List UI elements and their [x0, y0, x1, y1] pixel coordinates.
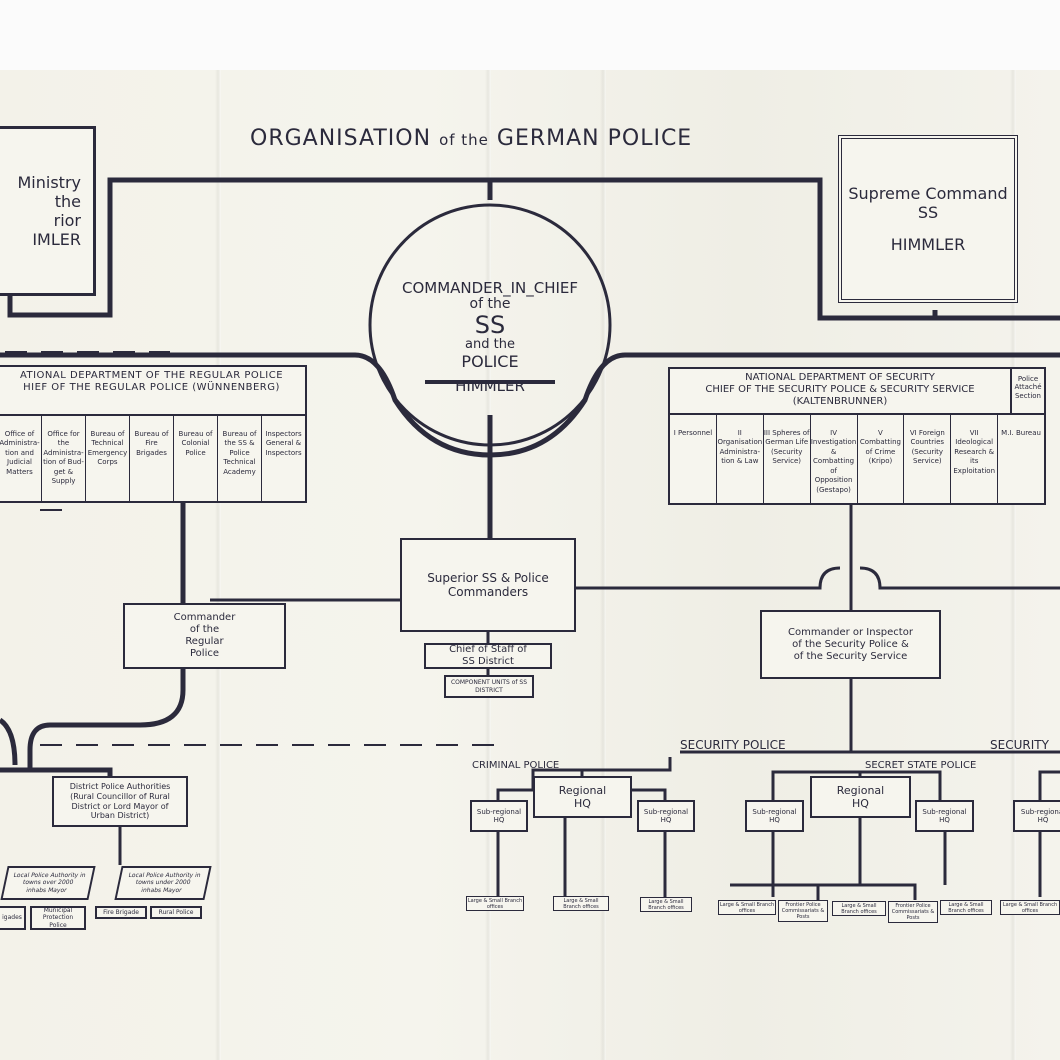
branch-offices-box: Large & Small Branch offices	[940, 900, 992, 915]
department-column: M.I. Bureau	[1001, 429, 1041, 437]
criminal-police-label: CRIMINAL POLICE	[472, 760, 560, 771]
rural-police-box: Rural Police	[150, 906, 202, 919]
department-column: IV Investigation & Combatting of Opposit…	[811, 415, 858, 503]
branch-offices-box: Large & Small Branch offices	[718, 900, 776, 915]
department-column: VI Foreign Countries (Security Service)	[904, 415, 952, 503]
department-column: III Spheres of German Life (Security Ser…	[764, 415, 811, 503]
fold-crease	[215, 70, 221, 1060]
department-column: Bureau of Colonial Police	[174, 416, 218, 501]
commander-regular-police-box: Commander of the Regular Police	[123, 603, 286, 669]
department-column: Bureau of Technical Emergency Corps	[86, 416, 130, 501]
branch-offices-box: Large & Small Branch offices	[1000, 900, 1060, 915]
frontier-police-box: Frontier Police Commissariats & Posts	[888, 901, 938, 923]
fold-crease	[1010, 70, 1016, 1060]
subregional-hq: Sub-regional HQ	[637, 800, 695, 832]
regional-hq-gestapo: Regional HQ	[810, 776, 911, 818]
department-column: Bureau of Fire Brigades	[130, 416, 174, 501]
department-column: Inspectors General & Inspectors	[265, 430, 302, 457]
component-units-box: COMPONENT UNITS of SS DISTRICT	[444, 675, 534, 698]
background-wall	[0, 0, 1060, 78]
branch-offices-box: Large & Small Branch offices	[553, 896, 609, 911]
fire-brigades-box: igades	[0, 906, 26, 930]
chief-of-staff-box: Chief of Staff of SS District	[424, 643, 552, 669]
security-police-label: SECURITY POLICE	[680, 738, 786, 752]
district-police-box: District Police Authorities (Rural Counc…	[52, 776, 188, 827]
department-column: Office for the Administra-tion of Bud-ge…	[42, 416, 86, 501]
commander-security-police-box: Commander or Inspector of the Security P…	[760, 610, 941, 679]
fire-brigade-box: Fire Brigade	[95, 906, 147, 919]
branch-offices-box: Large & Small Branch offices	[832, 901, 886, 916]
subregional-hq: Sub-regional HQ	[470, 800, 528, 832]
subregional-hq: Sub-regional HQ	[915, 800, 974, 832]
subregional-hq: Sub-regional HQ	[745, 800, 804, 832]
branch-offices-box: Large & Small Branch offices	[640, 897, 692, 912]
branch-offices-box: Large & Small Branch offices	[466, 896, 524, 911]
department-column: Bureau of the SS & Police Technical Acad…	[218, 416, 262, 501]
department-column: V Combatting of Crime (Kripo)	[858, 415, 905, 503]
regular-police-department: ATIONAL DEPARTMENT OF THE REGULAR POLICE…	[0, 365, 307, 503]
local-police-over-box: Local Police Authority in towns over 200…	[0, 866, 96, 900]
subregional-hq: Sub-regional HQ	[1013, 800, 1060, 832]
department-column: II Organisation Administra-tion & Law	[717, 415, 764, 503]
department-column: VII Ideological Research & its Exploitat…	[951, 415, 999, 503]
fold-crease	[600, 70, 606, 1060]
regional-hq-criminal: Regional HQ	[533, 776, 632, 818]
municipal-police-box: Municipal Protection Police	[30, 906, 86, 930]
department-column: I Personnel	[670, 415, 717, 503]
frontier-police-box: Frontier Police Commissariats & Posts	[778, 900, 828, 922]
security-service-label: SECURITY	[990, 738, 1049, 752]
superior-ss-box: Superior SS & Police Commanders	[400, 538, 576, 632]
secret-state-police-label: SECRET STATE POLICE	[865, 760, 977, 771]
local-police-under-box: Local Police Authority in towns under 20…	[114, 866, 212, 900]
department-column: Office of Administra-tion and Judicial M…	[0, 416, 42, 501]
page-title: ORGANISATION of the GERMAN POLICE	[250, 126, 693, 151]
